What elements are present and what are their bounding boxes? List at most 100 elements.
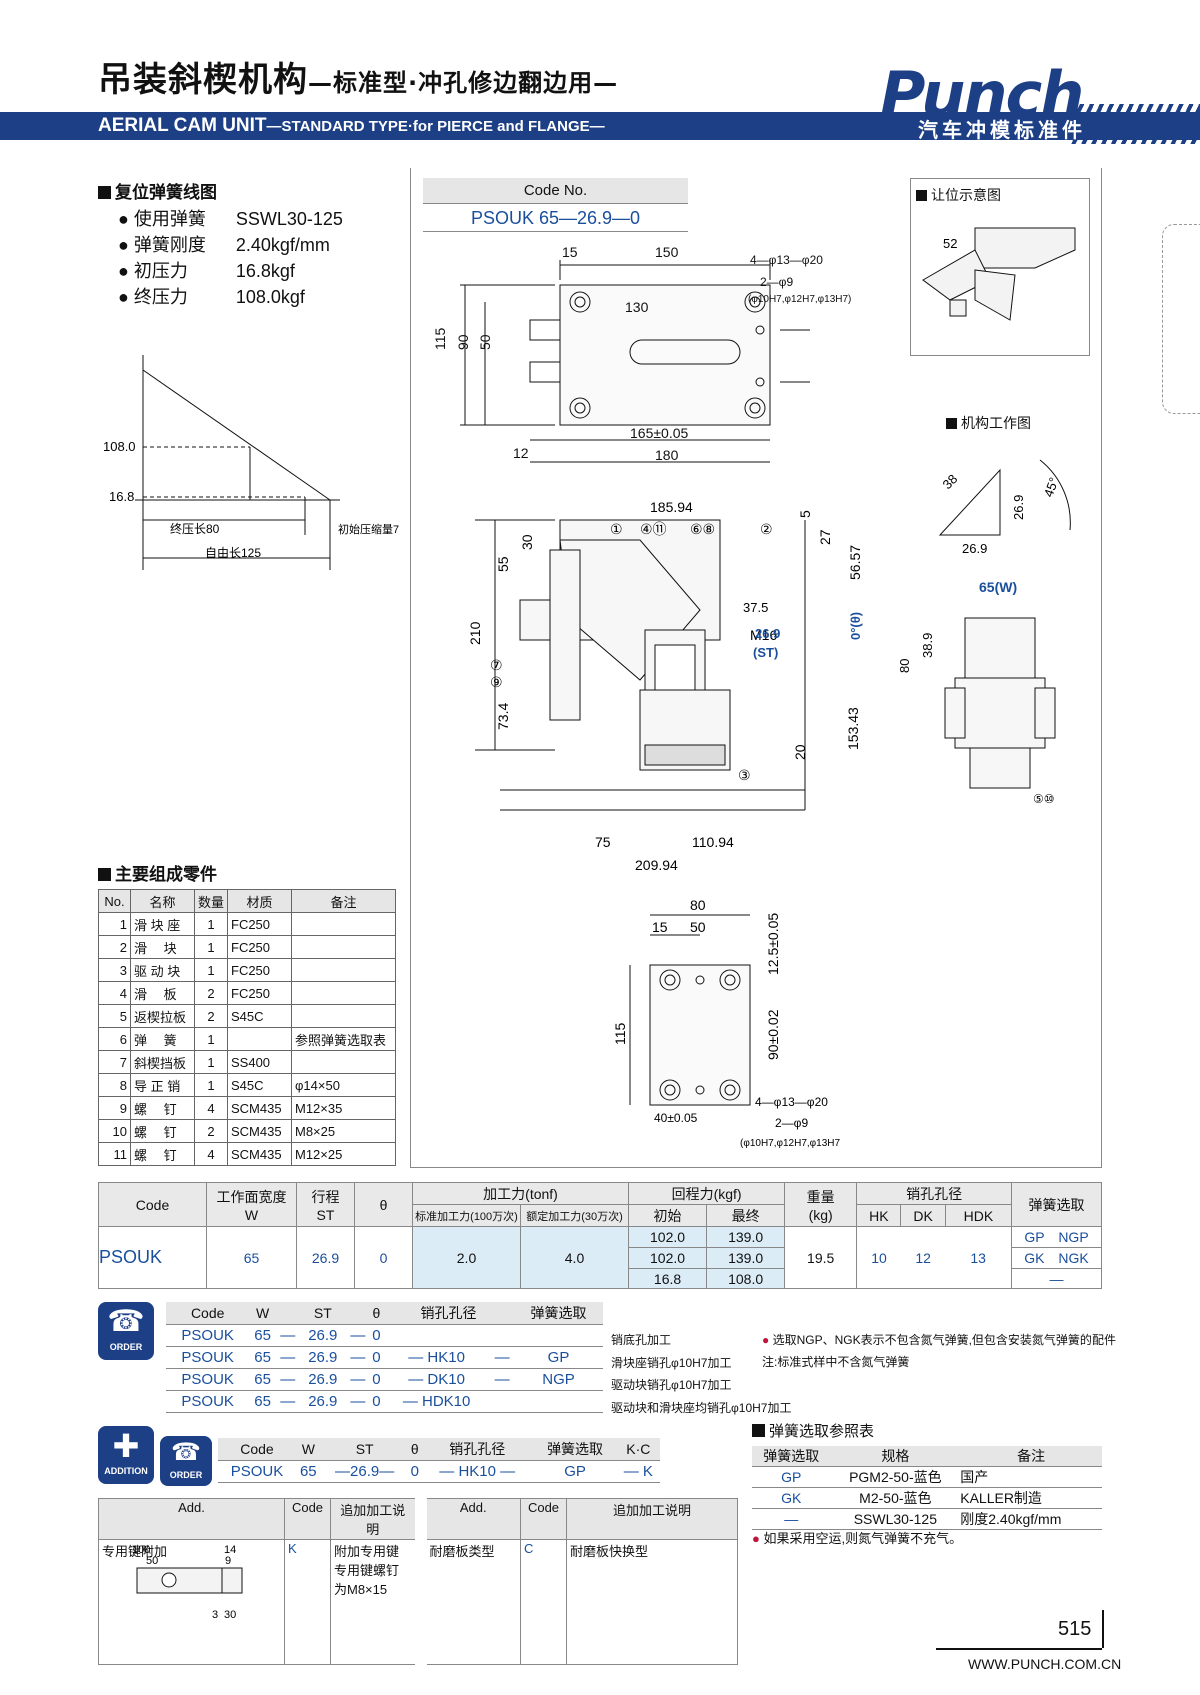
svg-text:153.43: 153.43 [845, 707, 861, 750]
svg-text:20: 20 [792, 744, 808, 760]
svg-text:90±0.02: 90±0.02 [765, 1009, 781, 1060]
svg-text:12: 12 [513, 445, 529, 461]
svg-text:4—φ13—φ20: 4—φ13—φ20 [755, 1095, 828, 1109]
svg-text:50: 50 [690, 919, 706, 935]
svg-text:73.4: 73.4 [495, 703, 511, 730]
spring-section-title: 复位弹簧线图 [98, 178, 217, 203]
addition-icon: ✚ADDITION [98, 1426, 154, 1484]
svg-text:50: 50 [146, 1555, 158, 1567]
svg-text:75: 75 [595, 834, 611, 850]
svg-text:185.94: 185.94 [650, 499, 693, 515]
svg-text:9: 9 [225, 1555, 231, 1567]
svg-text:30: 30 [519, 534, 535, 550]
svg-text:26.9: 26.9 [1011, 495, 1026, 520]
svg-text:0°(θ): 0°(θ) [848, 612, 863, 640]
svg-text:15: 15 [562, 244, 578, 260]
work-drawing: 38 26.9 26.9 45° [938, 459, 1071, 556]
svg-text:2—φ9: 2—φ9 [775, 1116, 808, 1130]
order-warnings: ● 选取NGP、NGK表示不包含氮气弹簧,但包含安装氮气弹簧的配件 注:标准式样… [762, 1333, 1116, 1369]
svg-text:终压长80: 终压长80 [170, 521, 220, 536]
svg-text:12.5±0.05: 12.5±0.05 [765, 913, 781, 975]
spring-ref-title: 弹簧选取参照表 [752, 1420, 874, 1441]
svg-text:自由长125: 自由长125 [205, 546, 261, 560]
svg-text:56.57: 56.57 [847, 545, 863, 580]
svg-text:⑦: ⑦ [490, 657, 503, 673]
code-box: Code No. PSOUK 65—26.9—0 [423, 178, 688, 232]
brand-subtitle: 汽车冲模标准件 [918, 120, 1086, 142]
svg-text:180: 180 [655, 447, 679, 463]
svg-text:38: 38 [940, 471, 961, 492]
clearance-title: 让位示意图 [916, 185, 1001, 205]
svg-text:52: 52 [943, 236, 957, 251]
footer-url: WWW.PUNCH.COM.CN [968, 1656, 1122, 1672]
spring-ref-warning: ● 如果采用空运,则氮气弹簧不充气。 [752, 1531, 963, 1546]
svg-text:150: 150 [655, 244, 679, 260]
parts-title: 主要组成零件 [98, 860, 217, 885]
header-stripes [1070, 104, 1200, 144]
svg-text:50: 50 [477, 334, 493, 350]
svg-text:4—φ13—φ20: 4—φ13—φ20 [750, 253, 823, 267]
svg-text:⑥⑧: ⑥⑧ [690, 521, 715, 537]
side-tab [1162, 224, 1200, 414]
svg-text:37.5: 37.5 [743, 600, 768, 615]
header-bar [0, 112, 1200, 140]
svg-text:80: 80 [897, 659, 912, 673]
svg-text:14: 14 [224, 1544, 236, 1556]
svg-text:209.94: 209.94 [635, 857, 678, 873]
svg-text:⑨: ⑨ [490, 674, 503, 690]
page-title: 吊装斜楔机构—标准型·冲孔修边翻边用— [98, 60, 619, 100]
svg-text:④⑪: ④⑪ [640, 521, 667, 537]
svg-text:38.9: 38.9 [920, 633, 935, 658]
svg-text:65(W): 65(W) [979, 579, 1017, 595]
work-drawing-title: 机构工作图 [946, 413, 1031, 433]
svg-text:16.8: 16.8 [109, 489, 134, 504]
order-icon-small: ☎ORDER [160, 1436, 212, 1486]
svg-text:初始压缩量7: 初始压缩量7 [338, 522, 399, 536]
svg-text:M16: M16 [750, 627, 777, 643]
svg-text:3: 3 [212, 1609, 218, 1621]
svg-text:26.9: 26.9 [962, 541, 987, 556]
svg-text:165±0.05: 165±0.05 [630, 425, 689, 441]
page-number: 515 [1058, 1618, 1092, 1640]
svg-text:15: 15 [652, 919, 668, 935]
spring-graph: 108.0 16.8 终压长80 初始压缩量7 自由长125 [103, 355, 399, 570]
svg-text:80: 80 [690, 897, 706, 913]
svg-text:②: ② [760, 521, 773, 537]
svg-text:100: 100 [132, 1544, 150, 1556]
svg-text:40±0.05: 40±0.05 [654, 1111, 698, 1125]
svg-text:③: ③ [738, 767, 751, 783]
brand-logo: Punch [880, 58, 1084, 131]
svg-text:2—φ9: 2—φ9 [760, 275, 793, 289]
svg-text:(ST): (ST) [753, 645, 778, 660]
svg-text:⑤⑩: ⑤⑩ [1033, 792, 1055, 806]
svg-text:26.9: 26.9 [755, 626, 780, 641]
order-icon: ☎ORDER [98, 1302, 154, 1360]
svg-text:①: ① [610, 521, 623, 537]
svg-text:115: 115 [432, 327, 448, 350]
svg-text:30: 30 [224, 1609, 236, 1621]
svg-text:27: 27 [817, 529, 833, 545]
